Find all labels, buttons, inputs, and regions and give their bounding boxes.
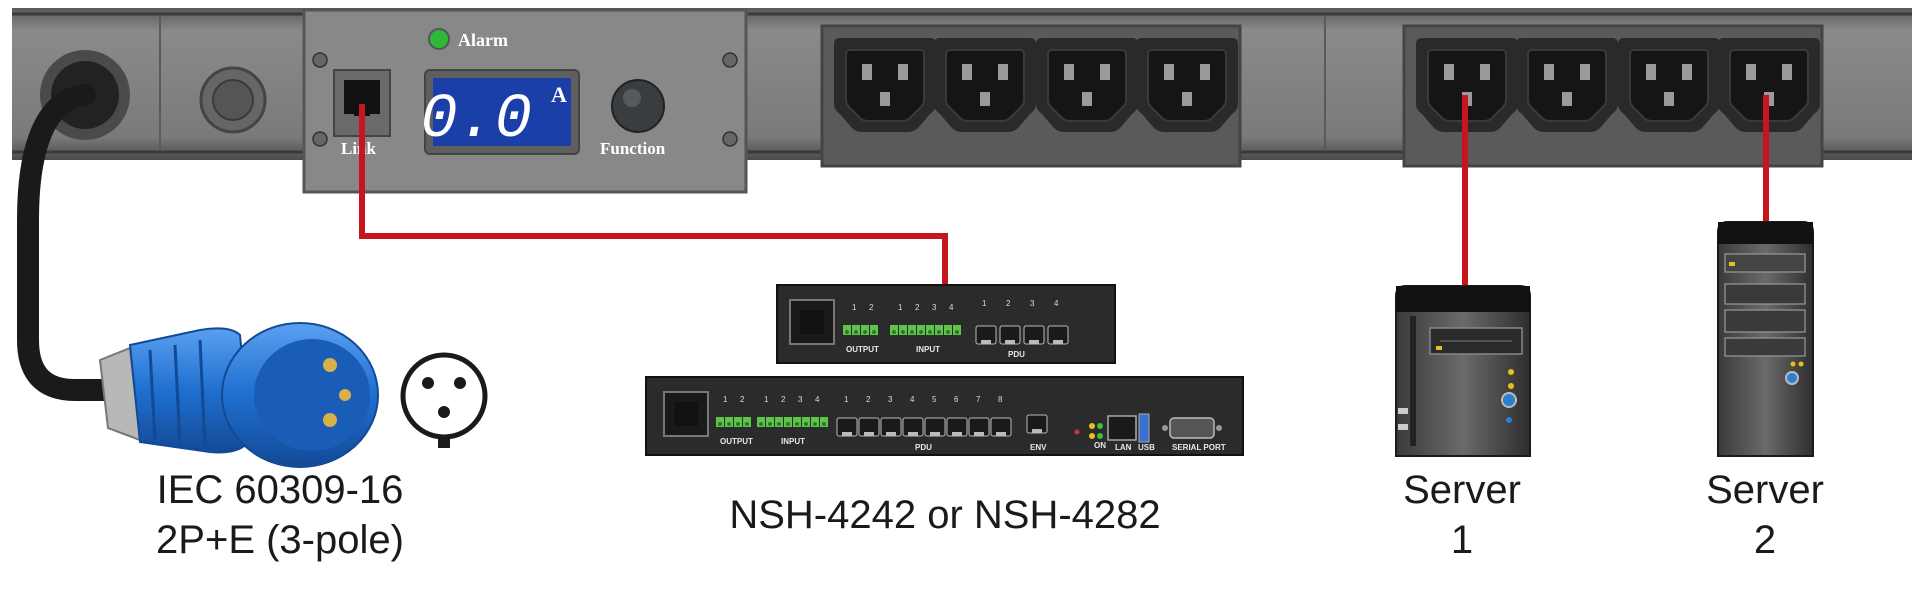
large-input-label: INPUT: [781, 437, 805, 446]
svg-text:1: 1: [852, 303, 857, 312]
small-input-label: INPUT: [916, 345, 940, 354]
svg-text:1: 1: [982, 299, 987, 308]
svg-text:1: 1: [764, 395, 769, 404]
controller-caption: NSH-4242 or NSH-4282: [729, 493, 1161, 537]
svg-text:4: 4: [1054, 299, 1059, 308]
large-pdu-label: PDU: [915, 443, 932, 452]
alarm-led-icon: [428, 28, 450, 50]
small-output-nums: 1 2: [852, 303, 874, 312]
plug-caption: IEC 60309-16 2P+E (3-pole): [130, 465, 430, 565]
svg-text:5: 5: [932, 395, 937, 404]
link-cables: [359, 95, 1769, 286]
display-unit: A: [551, 82, 567, 107]
svg-text:4: 4: [815, 395, 820, 404]
svg-text:3: 3: [798, 395, 803, 404]
on-label: ON: [1094, 441, 1106, 450]
outlet-group-1: [820, 24, 1242, 168]
svg-text:3: 3: [888, 395, 893, 404]
lan-port[interactable]: [1107, 415, 1137, 441]
svg-text:2: 2: [866, 395, 871, 404]
svg-text:6: 6: [954, 395, 959, 404]
server-1-icon: [1395, 285, 1531, 457]
status-led-yellow-icon: [1089, 423, 1095, 429]
plug-caption-line1: IEC 60309-16: [156, 468, 404, 512]
plug-caption-line2: 2P+E (3-pole): [156, 518, 404, 562]
large-pdu-nums: 1 2 3 4 5 6 7 8: [844, 395, 1003, 404]
serial-port[interactable]: [1169, 417, 1215, 439]
env-port[interactable]: [1026, 414, 1048, 434]
svg-text:4: 4: [949, 303, 954, 312]
svg-text:1: 1: [898, 303, 903, 312]
svg-text:3: 3: [1030, 299, 1035, 308]
control-panel: Alarm Link 0.0 A Function: [302, 8, 748, 194]
svg-text:2: 2: [740, 395, 745, 404]
svg-text:3: 3: [932, 303, 937, 312]
serial-port-label: SERIAL PORT: [1172, 443, 1226, 452]
large-input-nums: 1 2 3 4: [764, 395, 820, 404]
screw-icon: [312, 52, 738, 147]
outlet-group-2: [1402, 24, 1824, 168]
outlet-3[interactable]: [1035, 37, 1139, 133]
outlet-1[interactable]: [833, 37, 937, 133]
server-2-caption: Server 2: [1706, 468, 1824, 562]
display-value: 0.0: [420, 84, 532, 155]
controller-large-unit: 1 2 1 2 3 4 1 2 3 4 5 6 7 8 OUTPUT INPUT…: [645, 376, 1244, 456]
server-2-icon: [1717, 221, 1814, 457]
power-cable: [17, 84, 121, 401]
outlet-2[interactable]: [933, 37, 1037, 133]
svg-text:2: 2: [1006, 299, 1011, 308]
svg-text:7: 7: [976, 395, 981, 404]
small-pdu-nums: 1 2 3 4: [982, 299, 1059, 308]
svg-text:2: 2: [915, 303, 920, 312]
env-label: ENV: [1030, 443, 1047, 452]
svg-text:2: 2: [781, 395, 786, 404]
svg-text:4: 4: [910, 395, 915, 404]
small-pdu-label: PDU: [1008, 350, 1025, 359]
alarm-label: Alarm: [458, 30, 508, 50]
function-label: Function: [600, 139, 666, 158]
large-output-nums: 1 2: [723, 395, 745, 404]
status-led-green-icon: [1097, 423, 1103, 429]
usb-label: USB: [1138, 443, 1155, 452]
lan-label: LAN: [1115, 443, 1132, 452]
svg-text:1: 1: [844, 395, 849, 404]
iec-plug-icon: [98, 322, 379, 468]
svg-text:8: 8: [998, 395, 1003, 404]
svg-text:2: 2: [869, 303, 874, 312]
svg-text:1: 1: [723, 395, 728, 404]
small-output-label: OUTPUT: [846, 345, 879, 354]
link-cable-controller: [359, 104, 948, 285]
plug-pin-layout-icon: [400, 352, 488, 448]
usb-port[interactable]: [1138, 413, 1150, 443]
outlet-4[interactable]: [1135, 37, 1239, 133]
function-button[interactable]: [611, 79, 665, 133]
large-output-label: OUTPUT: [720, 437, 753, 446]
server-1-caption: Server 1: [1403, 468, 1521, 562]
controller-small-unit: 1 2 1 2 3 4 1 2 3 4 OUTPUT INPUT PDU: [776, 284, 1116, 364]
outlet-7[interactable]: [1617, 37, 1721, 133]
outlet-6[interactable]: [1515, 37, 1619, 133]
status-led-red-icon: [1074, 429, 1080, 435]
small-input-nums: 1 2 3 4: [898, 303, 954, 312]
link-label: Link: [341, 139, 377, 158]
